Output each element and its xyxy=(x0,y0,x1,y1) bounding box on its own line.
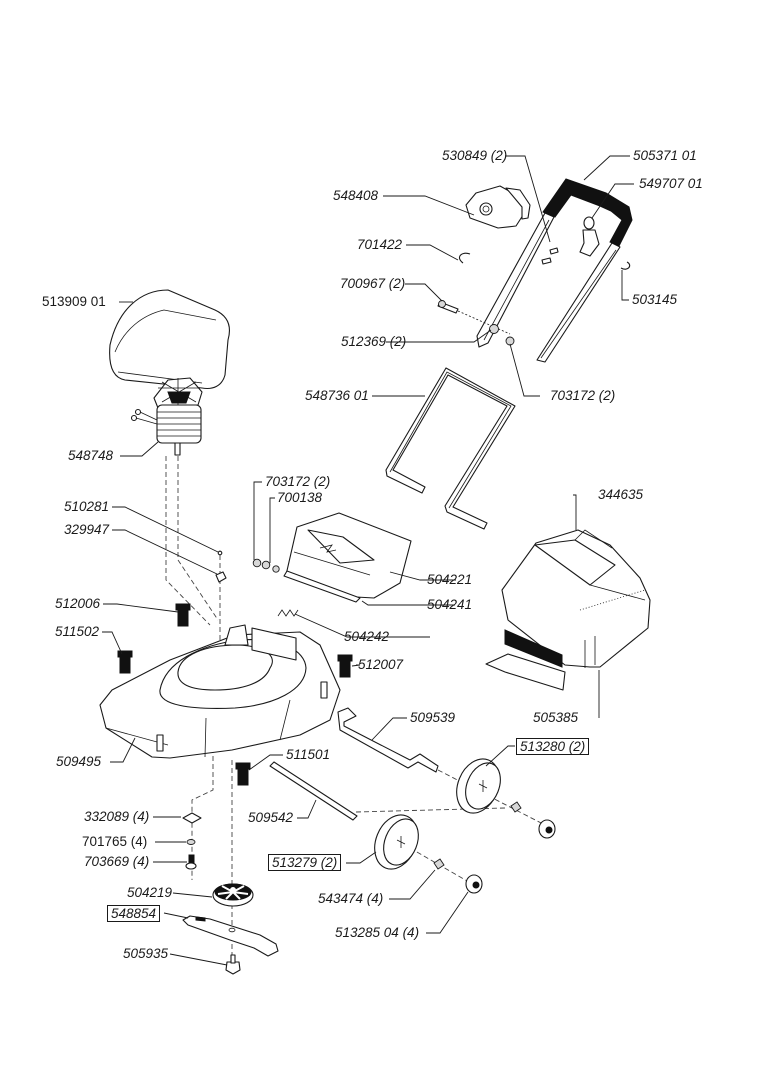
cable-clip-329947 xyxy=(215,571,227,583)
switch-housing xyxy=(465,185,531,229)
label-513279: 513279 (2) xyxy=(268,854,342,871)
label-509495: 509495 xyxy=(56,754,102,769)
label-703172-flap: 703172 (2) xyxy=(265,474,331,489)
leader-lines xyxy=(102,155,634,966)
height-clip-511501 xyxy=(235,762,251,786)
label-513285: 513285 04 (4) xyxy=(335,925,420,940)
lower-handle xyxy=(385,367,516,530)
label-548408: 548408 xyxy=(333,188,379,203)
height-clip-512006 xyxy=(175,603,191,627)
upper-handle xyxy=(476,178,633,363)
label-504221: 504221 xyxy=(427,572,473,587)
clip-503145 xyxy=(620,261,631,270)
flap-nuts xyxy=(252,558,280,573)
label-511501: 511501 xyxy=(286,747,331,762)
front-wheel xyxy=(374,814,419,870)
label-548736: 548736 01 xyxy=(305,388,369,403)
label-513280: 513280 (2) xyxy=(516,738,590,755)
label-510281: 510281 xyxy=(64,499,110,514)
label-548748: 548748 xyxy=(68,448,114,463)
label-509539: 509539 xyxy=(410,710,456,725)
label-701422: 701422 xyxy=(357,237,403,252)
motor xyxy=(130,377,203,456)
label-332089: 332089 (4) xyxy=(84,809,150,824)
handle-screws xyxy=(541,247,559,265)
deck xyxy=(99,624,341,759)
wheel-washer-rear xyxy=(510,801,522,813)
rear-wheel xyxy=(456,758,501,814)
washer-701765 xyxy=(186,839,196,845)
screw-703669 xyxy=(185,854,197,870)
grass-box xyxy=(485,529,651,691)
nut-703172 xyxy=(505,336,515,346)
label-548854: 548854 xyxy=(107,905,161,922)
label-549707: 549707 01 xyxy=(639,176,703,191)
rear-flap xyxy=(283,512,412,603)
label-512007: 512007 xyxy=(358,657,404,672)
wheel-washer-front xyxy=(433,858,445,870)
label-505371: 505371 01 xyxy=(633,148,697,163)
label-512369: 512369 (2) xyxy=(341,334,407,349)
label-511502: 511502 xyxy=(55,624,100,639)
blade-bolt xyxy=(225,954,241,975)
label-703669: 703669 (4) xyxy=(84,854,150,869)
label-513909: 513909 01 xyxy=(42,294,106,309)
bolt-700967 xyxy=(437,300,511,335)
fan-adapter xyxy=(212,883,254,907)
label-505385: 505385 xyxy=(533,710,579,725)
height-clip-512007 xyxy=(337,654,353,678)
rear-axle xyxy=(337,707,439,773)
cable-hook xyxy=(579,216,600,257)
front-axle xyxy=(269,761,358,821)
label-344635: 344635 xyxy=(598,487,644,502)
label-700138: 700138 xyxy=(277,490,323,505)
label-504219: 504219 xyxy=(127,885,173,900)
spring-504242 xyxy=(277,609,299,617)
blade xyxy=(182,915,279,957)
label-512006: 512006 xyxy=(55,596,101,611)
label-329947: 329947 xyxy=(64,522,110,537)
label-503145: 503145 xyxy=(632,292,678,307)
motor-cover xyxy=(109,289,231,390)
label-703172-handle: 703172 (2) xyxy=(550,388,616,403)
knob-512369 xyxy=(489,324,499,334)
hub-cap-rear xyxy=(538,819,556,839)
label-700967: 700967 (2) xyxy=(340,276,406,291)
clip-701422 xyxy=(459,252,471,264)
label-504241: 504241 xyxy=(427,597,473,612)
label-701765: 701765 (4) xyxy=(82,834,148,849)
height-clip-511502 xyxy=(117,650,133,674)
label-543474: 543474 (4) xyxy=(318,891,384,906)
label-530849: 530849 (2) xyxy=(442,148,508,163)
label-504242: 504242 xyxy=(344,629,390,644)
label-505935: 505935 xyxy=(123,946,169,961)
hub-cap-front xyxy=(465,874,483,894)
square-washer-332089 xyxy=(182,812,202,824)
screw-510281 xyxy=(217,550,223,556)
label-509542: 509542 xyxy=(248,810,294,825)
